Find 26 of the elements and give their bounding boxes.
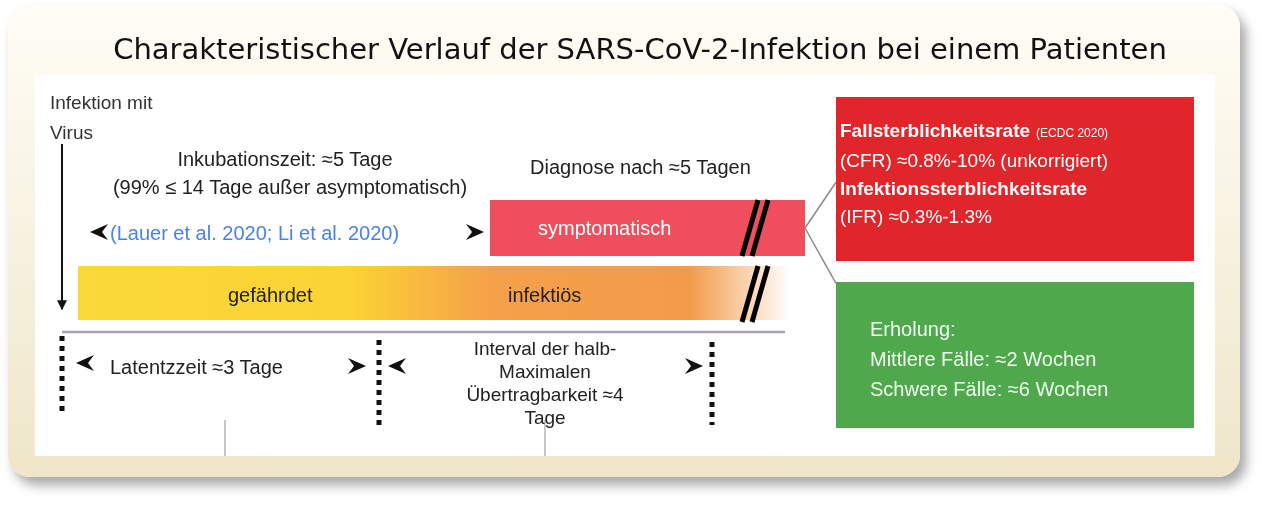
box-text: (CFR) ≈0.8%-10% (unkorrigiert)	[840, 149, 1110, 173]
annotation: Interval der halb-Maximalen Übertragbarkeit ≈4 Tage	[465, 337, 625, 429]
box-text: Erholung:	[870, 317, 957, 342]
box-text: Infektionssterblichkeitsrate	[840, 177, 1089, 201]
connector-line	[804, 227, 837, 285]
connector-line	[804, 181, 837, 229]
annotation: Latentzzeit ≈3 Tage	[110, 355, 283, 380]
info-box	[836, 282, 1194, 428]
box-text: Mittlere Fälle: ≈2 Wochen	[870, 347, 1098, 372]
box-text: (ECDC 2020)	[1036, 126, 1109, 140]
arrow	[57, 143, 67, 311]
annotation: (99% ≤ 14 Tage außer asymptomatisch)	[111, 175, 469, 200]
title: Charakteristischer Verlauf der SARS-CoV-2-Infektion bei einem Patienten	[112, 31, 1168, 68]
gradient-bar	[78, 266, 790, 320]
box-text: Schwere Fälle: ≈6 Wochen	[870, 377, 1110, 402]
phase-bar	[490, 200, 805, 256]
box-text: Fallsterblichkeitsrate	[840, 120, 1031, 141]
citation: (Lauer et al. 2020; Li et al. 2020)	[110, 221, 400, 246]
annotation: Inkubationszeit: ≈5 Tage	[176, 147, 394, 172]
event-label: Infektion mit Virus	[50, 91, 154, 145]
bar-label: symptomatisch	[538, 216, 672, 241]
bar-label: gefährdet	[228, 283, 313, 308]
box-text: (IFR) ≈0.3%-1.3%	[840, 205, 993, 229]
annotation: Diagnose nach ≈5 Tagen	[530, 155, 751, 180]
bar-label: infektiös	[508, 283, 582, 308]
info-box	[836, 97, 1194, 261]
